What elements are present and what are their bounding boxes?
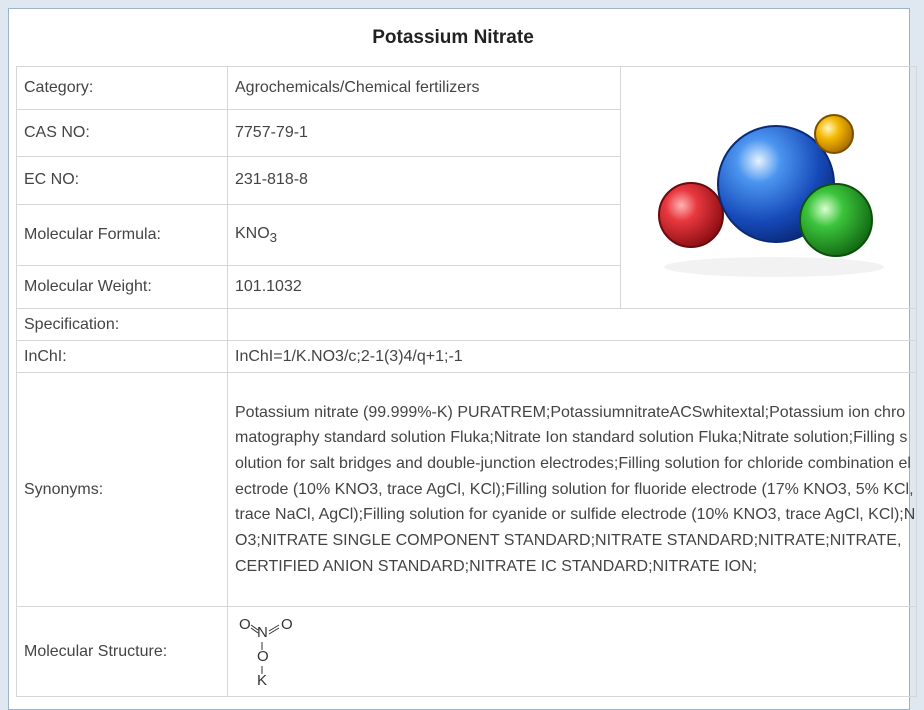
molecule-image-cell bbox=[620, 66, 917, 309]
property-table: Category: Agrochemicals/Chemical fertili… bbox=[16, 66, 917, 697]
product-card: Potassium Nitrate Category: Agrochemical… bbox=[8, 8, 917, 710]
inchi-value: InChI=1/K.NO3/c;2-1(3)4/q+1;-1 bbox=[227, 340, 917, 373]
formula-label: Molecular Formula: bbox=[16, 203, 228, 267]
green-atom-icon bbox=[799, 183, 873, 257]
molecule-icon bbox=[658, 114, 884, 277]
atom-n: N bbox=[257, 623, 268, 641]
structure-value: O N O O K bbox=[227, 606, 917, 697]
formula-subscript: 3 bbox=[269, 230, 278, 246]
atom-o-bottom: O bbox=[257, 647, 269, 665]
yellow-atom-icon bbox=[814, 114, 854, 154]
table-row: Molecular Structure: O N O O K bbox=[16, 606, 917, 697]
specification-value bbox=[227, 308, 917, 341]
cas-value: 7757-79-1 bbox=[227, 108, 621, 157]
category-value: Agrochemicals/Chemical fertilizers bbox=[227, 66, 621, 110]
ec-value: 231-818-8 bbox=[227, 155, 621, 205]
table-row: Molecular Weight: 101.1032 bbox=[16, 265, 917, 309]
atom-o-left: O bbox=[239, 615, 251, 633]
synonyms-value: Potassium nitrate (99.999%-K) PURATREM;P… bbox=[227, 372, 917, 607]
weight-value: 101.1032 bbox=[227, 265, 621, 309]
formula-main: KNO bbox=[235, 224, 270, 242]
table-row: Molecular Formula: KNO3 bbox=[16, 203, 917, 267]
page-title: Potassium Nitrate bbox=[372, 27, 534, 48]
table-row: Specification: bbox=[16, 308, 917, 341]
red-atom-icon bbox=[658, 182, 724, 248]
category-label: Category: bbox=[16, 66, 228, 110]
table-row: CAS NO: 7757-79-1 bbox=[16, 108, 917, 157]
atom-k: K bbox=[257, 671, 268, 689]
formula-value: KNO3 bbox=[227, 203, 621, 267]
synonyms-label: Synonyms: bbox=[16, 372, 228, 607]
weight-label: Molecular Weight: bbox=[16, 265, 228, 309]
molecular-structure-diagram: O N O O K bbox=[235, 612, 916, 692]
table-row: Category: Agrochemicals/Chemical fertili… bbox=[16, 66, 917, 309]
specification-label: Specification: bbox=[16, 308, 228, 341]
bond-lines bbox=[250, 624, 280, 674]
structure-label: Molecular Structure: bbox=[16, 606, 228, 697]
inchi-label: InChI: bbox=[16, 340, 228, 373]
table-row: InChI: InChI=1/K.NO3/c;2-1(3)4/q+1;-1 bbox=[16, 340, 917, 373]
cas-label: CAS NO: bbox=[16, 108, 228, 157]
atom-o-right: O bbox=[281, 615, 293, 633]
table-row: Synonyms: Potassium nitrate (99.999%-K) … bbox=[16, 372, 917, 607]
ec-label: EC NO: bbox=[16, 155, 228, 205]
